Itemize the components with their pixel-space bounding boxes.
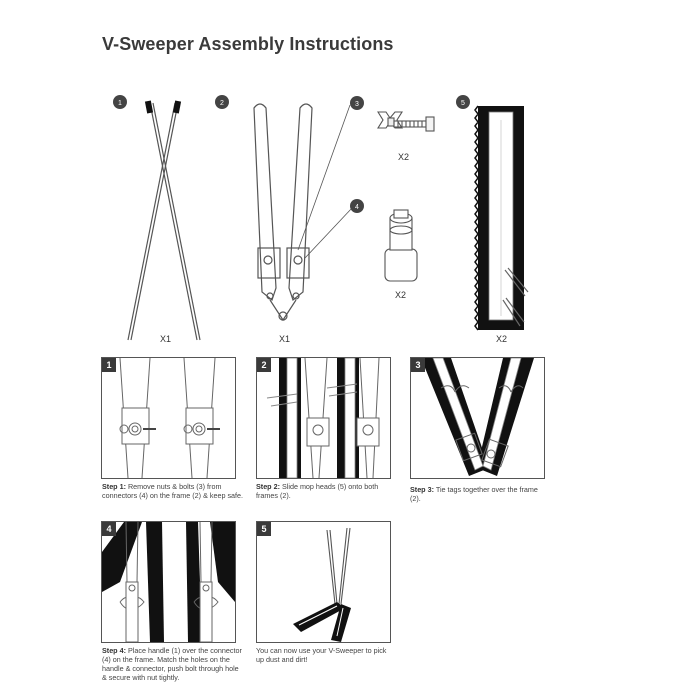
step-1-caption: Step 1: Remove nuts & bolts (3) from con… bbox=[102, 482, 248, 500]
step-2-caption: Step 2: Slide mop heads (5) onto both fr… bbox=[256, 482, 396, 500]
svg-text:2: 2 bbox=[220, 100, 224, 107]
svg-text:1: 1 bbox=[118, 100, 122, 107]
part-5-badge: 5 bbox=[456, 95, 470, 109]
step-1-number: 1 bbox=[102, 358, 116, 372]
page-title: V-Sweeper Assembly Instructions bbox=[102, 34, 394, 54]
connector-quantity: X2 bbox=[395, 290, 407, 300]
step-2-number: 2 bbox=[257, 358, 271, 372]
step-5-number: 5 bbox=[257, 522, 271, 536]
bolt-illustration bbox=[377, 111, 435, 132]
step-3-caption: Step 3: Tie tags together over the frame… bbox=[410, 485, 540, 503]
step-4-label: Step 4: bbox=[102, 646, 126, 655]
frame-quantity: X1 bbox=[279, 334, 291, 344]
step-5-panel: 5 bbox=[256, 521, 391, 643]
step-1-panel: 1 bbox=[101, 357, 236, 479]
mop-head-quantity: X2 bbox=[496, 334, 508, 344]
connector-illustration bbox=[384, 209, 418, 282]
parts-illustration: 1 2 3 4 5 bbox=[113, 95, 529, 341]
step-3-panel: 3 bbox=[410, 357, 545, 479]
frame-illustration bbox=[253, 103, 313, 322]
step-1-illustration bbox=[119, 358, 220, 478]
svg-text:5: 5 bbox=[461, 100, 465, 107]
step-4-illustration bbox=[102, 522, 235, 642]
step-1-text: Remove nuts & bolts (3) from connectors … bbox=[102, 482, 244, 500]
step-3-text: Tie tags together over the frame (2). bbox=[410, 485, 538, 503]
step-4-caption: Step 4: Place handle (1) over the connec… bbox=[102, 646, 242, 682]
step-4-panel: 4 bbox=[101, 521, 236, 643]
step-1-label: Step 1: bbox=[102, 482, 126, 491]
svg-text:3: 3 bbox=[355, 101, 359, 108]
step-5-caption: You can now use your V-Sweeper to pick u… bbox=[256, 646, 396, 664]
step-2-illustration bbox=[266, 358, 380, 478]
part-3-badge: 3 bbox=[350, 96, 364, 110]
part-1-badge: 1 bbox=[113, 95, 127, 109]
step-3-label: Step 3: bbox=[410, 485, 434, 494]
svg-text:4: 4 bbox=[355, 204, 359, 211]
handle-quantity: X1 bbox=[160, 334, 172, 344]
step-4-text: Place handle (1) over the connector (4) … bbox=[102, 646, 242, 682]
handle-illustration bbox=[127, 100, 201, 341]
mop-head-illustration bbox=[474, 105, 529, 331]
step-3-number: 3 bbox=[411, 358, 425, 372]
bolt-quantity: X2 bbox=[398, 152, 410, 162]
step-2-text: Slide mop heads (5) onto both frames (2)… bbox=[256, 482, 379, 500]
step-5-illustration bbox=[293, 527, 351, 642]
step-5-text: You can now use your V-Sweeper to pick u… bbox=[256, 646, 387, 664]
step-3-illustration bbox=[421, 358, 534, 476]
part-2-badge: 2 bbox=[215, 95, 229, 109]
step-2-label: Step 2: bbox=[256, 482, 280, 491]
part-4-badge: 4 bbox=[350, 199, 364, 213]
step-2-panel: 2 bbox=[256, 357, 391, 479]
step-4-number: 4 bbox=[102, 522, 116, 536]
